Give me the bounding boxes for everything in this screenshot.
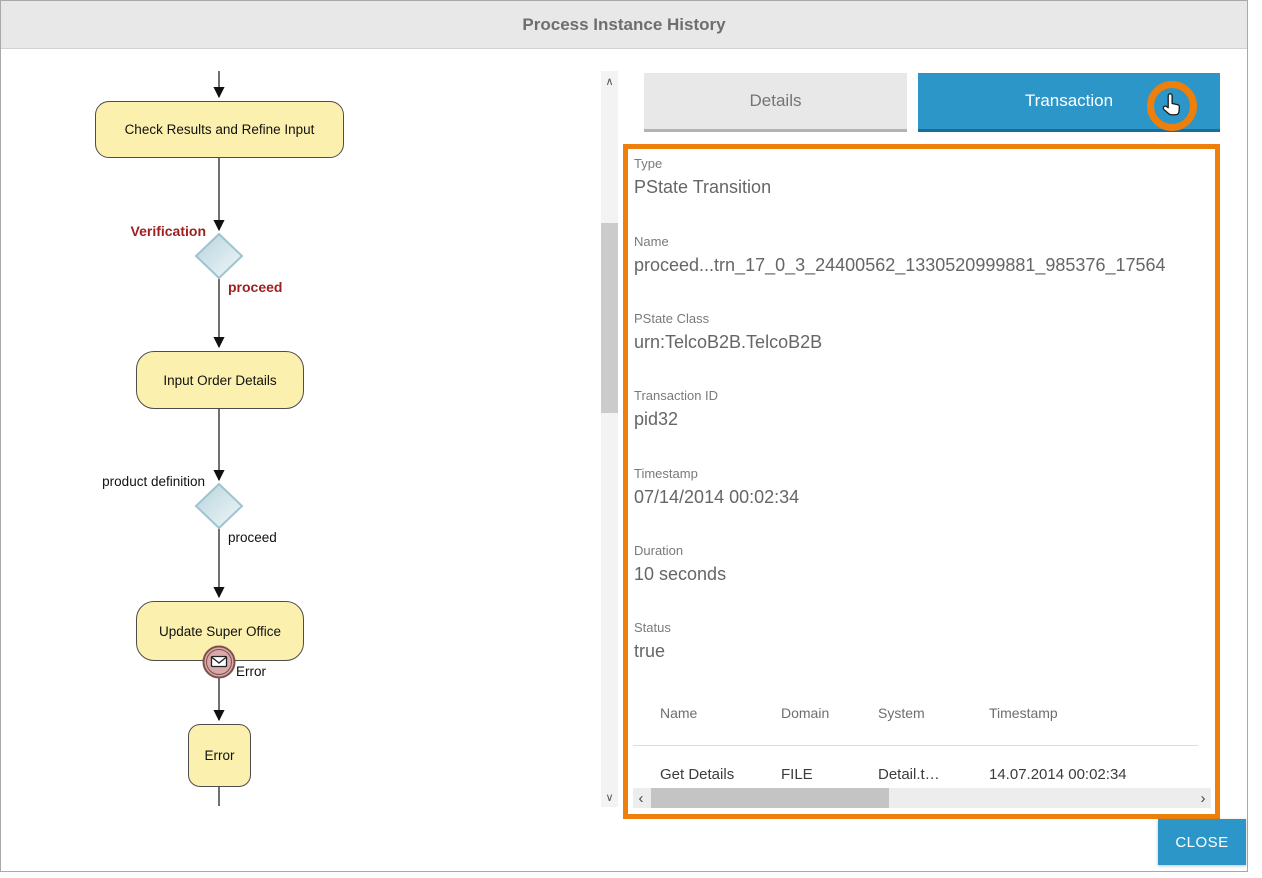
chevron-left-icon[interactable]: ‹ xyxy=(638,789,644,807)
vertical-scrollbar-thumb[interactable] xyxy=(601,223,618,413)
dialog-title: Process Instance History xyxy=(1,1,1247,49)
table-header-timestamp: Timestamp xyxy=(989,705,1058,721)
task-node-error[interactable]: Error xyxy=(188,724,251,787)
field-label: Duration xyxy=(634,543,684,558)
field-value: PState Transition xyxy=(634,177,772,197)
tab-details[interactable]: Details xyxy=(644,73,907,132)
gateway-verification-diamond xyxy=(194,232,244,280)
vertical-scrollbar[interactable]: ∧ ∨ xyxy=(601,71,618,807)
gateway-label-product-definition: product definition xyxy=(102,474,205,489)
field-value: proceed...trn_17_0_3_24400562_1330520999… xyxy=(634,255,1166,275)
field-label: PState Class xyxy=(634,311,710,326)
field-label: Type xyxy=(634,156,663,171)
field-label: Name xyxy=(634,234,669,249)
gateway-label-verification: Verification xyxy=(130,223,206,239)
field-label: Transaction ID xyxy=(634,388,719,403)
boundary-event-label: Error xyxy=(236,664,266,679)
field-value: 10 seconds xyxy=(634,564,727,584)
gateway-product-definition-diamond xyxy=(194,482,244,530)
table-header-domain: Domain xyxy=(781,705,830,721)
field-label: Timestamp xyxy=(634,466,698,481)
task-node-check-results[interactable]: Check Results and Refine Input xyxy=(95,101,344,158)
chevron-right-icon[interactable]: › xyxy=(1200,789,1206,807)
field-pstate-class: PState Class urn:TelcoB2B.TelcoB2B xyxy=(634,311,1205,354)
field-timestamp: Timestamp 07/14/2014 00:02:34 xyxy=(634,466,1205,509)
tab-transaction[interactable]: Transaction xyxy=(918,73,1220,132)
task-node-update-super-office[interactable]: Update Super Office xyxy=(136,601,304,661)
table-cell-name[interactable]: Get Details xyxy=(660,766,735,783)
task-node-input-order-details[interactable]: Input Order Details xyxy=(136,351,304,409)
table-header-system: System xyxy=(878,705,925,721)
horizontal-scrollbar[interactable]: ‹ › xyxy=(633,788,1211,808)
horizontal-scrollbar-thumb[interactable] xyxy=(651,788,889,808)
chevron-up-icon[interactable]: ∧ xyxy=(605,75,614,88)
field-type: Type PState Transition xyxy=(634,156,1205,199)
field-status: Status true xyxy=(634,620,1205,663)
envelope-error-icon[interactable] xyxy=(201,644,237,680)
edge-label-proceed-2: proceed xyxy=(228,530,277,545)
chevron-down-icon[interactable]: ∨ xyxy=(605,791,614,804)
field-label: Status xyxy=(634,620,671,635)
close-button[interactable]: CLOSE xyxy=(1158,819,1246,865)
field-value: 07/14/2014 00:02:34 xyxy=(634,487,800,507)
field-value: true xyxy=(634,641,666,661)
table-cell-system[interactable]: Detail.t… xyxy=(878,766,940,783)
transaction-detail-panel: Type PState Transition Name proceed...tr… xyxy=(623,144,1220,819)
field-transaction-id: Transaction ID pid32 xyxy=(634,388,1205,431)
field-value: urn:TelcoB2B.TelcoB2B xyxy=(634,332,823,352)
field-duration: Duration 10 seconds xyxy=(634,543,1205,586)
table-cell-timestamp[interactable]: 14.07.2014 00:02:34 xyxy=(989,766,1127,783)
field-value: pid32 xyxy=(634,409,679,429)
table-cell-domain[interactable]: FILE xyxy=(781,766,813,783)
edge-label-proceed-1: proceed xyxy=(228,279,283,295)
table-divider xyxy=(633,745,1198,746)
table-header-name: Name xyxy=(660,705,698,721)
field-name: Name proceed...trn_17_0_3_24400562_13305… xyxy=(634,234,1205,277)
